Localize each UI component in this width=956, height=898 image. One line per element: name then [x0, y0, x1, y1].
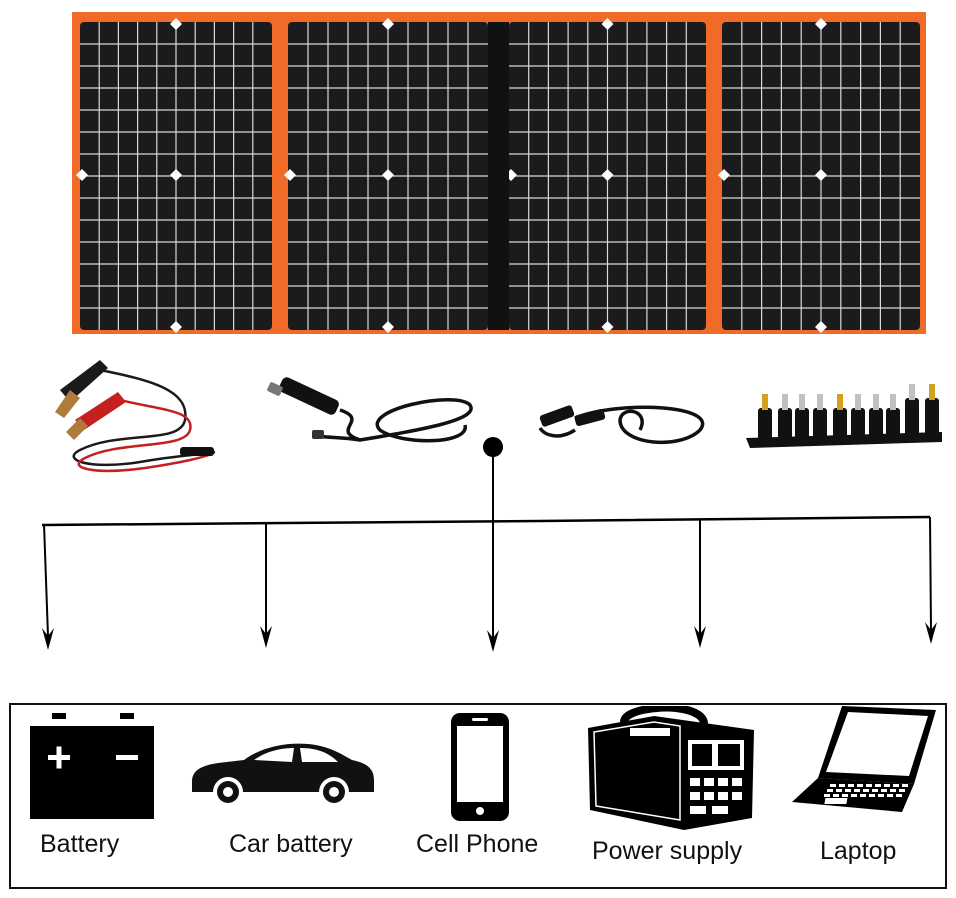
cell-phone-icon — [450, 712, 510, 827]
device-label-cell-phone: Cell Phone — [416, 830, 539, 858]
battery-icon — [26, 710, 156, 827]
device-label-car-battery: Car battery — [229, 830, 353, 858]
arrow-to-car-battery — [260, 522, 272, 648]
connector-tips-icon — [746, 384, 942, 448]
dc-cable-icon — [538, 405, 705, 444]
car-icon — [188, 738, 378, 813]
solar-module-2 — [284, 18, 488, 333]
solar-panel-icon — [0, 0, 956, 350]
arrow-to-battery — [42, 523, 54, 650]
arrow-to-cell-phone — [487, 520, 499, 652]
car-plug-icon — [267, 377, 473, 443]
accessories-row — [0, 340, 956, 490]
device-label-power-supply: Power supply — [592, 837, 743, 865]
device-label-laptop: Laptop — [820, 837, 897, 865]
arrow-to-power-supply — [694, 519, 706, 648]
solar-module-3 — [505, 18, 706, 333]
bus-line — [41, 515, 931, 527]
power-station-icon — [584, 703, 756, 837]
solar-module-1 — [76, 18, 272, 333]
arrow-to-laptop — [925, 516, 937, 644]
device-label-battery: Battery — [40, 830, 120, 858]
devices-box — [9, 703, 947, 889]
solar-module-4 — [718, 18, 920, 333]
distribution-diagram — [0, 430, 956, 665]
alligator-clip-icon — [55, 360, 216, 473]
laptop-icon — [790, 704, 940, 829]
